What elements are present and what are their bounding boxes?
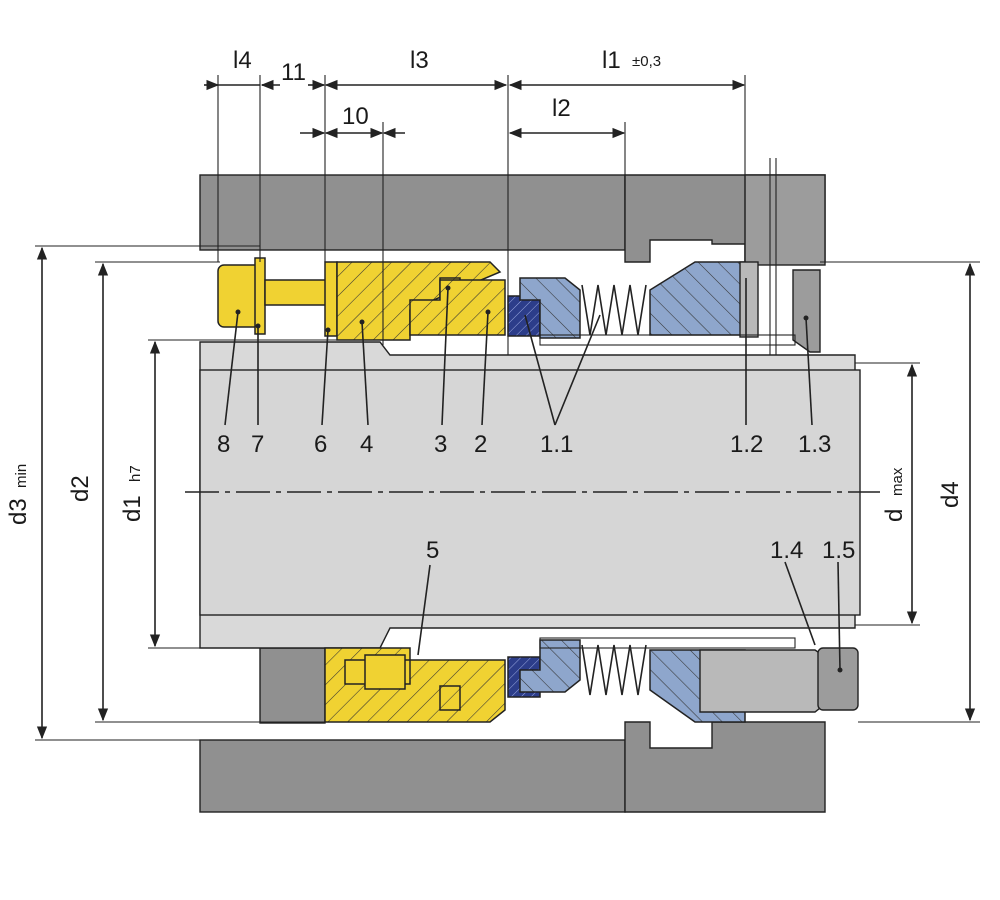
part-4-label: 4 — [360, 431, 373, 458]
part-labels: 8 7 6 4 3 2 1.1 1.2 1.3 5 1.4 1.5 — [217, 431, 855, 564]
part-1-4-label: 1.4 — [770, 537, 803, 564]
part-7-label: 7 — [251, 431, 264, 458]
shaft-sleeve — [185, 341, 880, 649]
dim-d1: d1 — [119, 495, 146, 522]
part-1-3-label: 1.3 — [798, 431, 831, 458]
part-1-5-label: 1.5 — [822, 537, 855, 564]
dim-l1-tolerance: ±0,3 — [632, 53, 661, 70]
dim-eleven: 11 — [281, 59, 306, 86]
dim-l1: l1 — [602, 47, 621, 74]
part-1-2-label: 1.2 — [730, 431, 763, 458]
dim-d-sub: max — [889, 467, 906, 496]
stationary-unit-upper — [519, 261, 821, 353]
housing-lower — [199, 647, 826, 813]
stationary-unit-lower — [519, 639, 859, 723]
dim-l4: l4 — [233, 47, 252, 74]
dim-d3: d3 — [5, 498, 32, 525]
dim-d2: d2 — [67, 475, 94, 502]
housing-upper — [199, 158, 826, 355]
dim-l2: l2 — [552, 95, 571, 122]
part-8-label: 8 — [217, 431, 230, 458]
part-5-label: 5 — [426, 537, 439, 564]
springs — [539, 284, 796, 696]
part-1-1-label: 1.1 — [540, 431, 573, 458]
rotating-unit-lower — [324, 647, 506, 723]
part-6-label: 6 — [314, 431, 327, 458]
dim-d4: d4 — [937, 481, 964, 508]
leader-lines — [224, 278, 843, 673]
seal-faces — [507, 295, 541, 698]
dim-l3: l3 — [410, 47, 429, 74]
dim-d: d — [881, 509, 908, 522]
part-2-label: 2 — [474, 431, 487, 458]
dim-d1-sub: h7 — [127, 465, 144, 482]
dimension-lines-vertical — [35, 245, 980, 741]
dim-ten: 10 — [342, 103, 369, 130]
dim-d3-sub: min — [13, 464, 30, 488]
dimension-lines-top — [204, 75, 746, 355]
dimension-labels: l4 11 l3 l1 ±0,3 10 l2 d3 min d2 d1 h7 d… — [5, 47, 964, 525]
rotating-unit-upper — [217, 257, 506, 341]
part-3-label: 3 — [434, 431, 447, 458]
